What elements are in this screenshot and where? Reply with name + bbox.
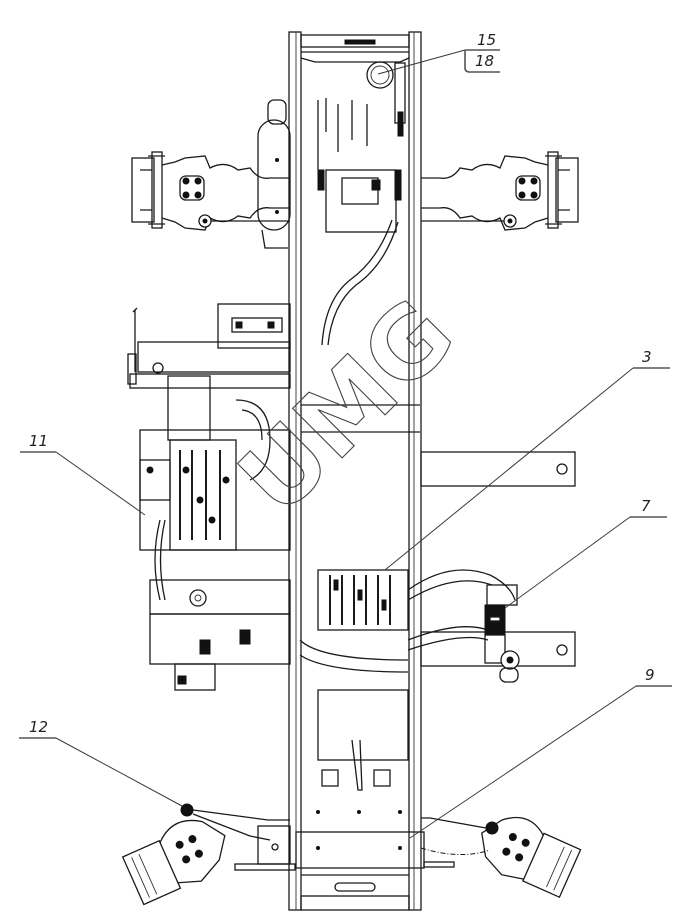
watermark: UMG <box>217 277 476 536</box>
chassis-frame <box>288 31 425 911</box>
frame-internals-upper <box>317 61 406 346</box>
callout-label-18: 18 <box>475 52 494 70</box>
rear-axle-right <box>420 816 582 899</box>
callout-label-9: 9 <box>645 666 655 684</box>
callout-15-18: 15 18 <box>377 31 500 75</box>
component-7 <box>484 584 520 683</box>
callout-12: 12 <box>19 718 183 807</box>
callout-label-12: 12 <box>29 718 48 736</box>
callout-11: 11 <box>20 432 146 516</box>
valve-block <box>299 569 516 673</box>
frame-internals-lower <box>316 689 409 814</box>
callout-9: 9 <box>409 666 672 839</box>
watermark-text: UMG <box>218 278 476 536</box>
callout-3: 3 <box>384 348 670 571</box>
callout-7: 7 <box>504 497 667 609</box>
front-axle <box>131 151 579 231</box>
callout-label-15: 15 <box>477 31 496 49</box>
callout-label-3: 3 <box>642 348 652 366</box>
engine-assembly <box>127 303 291 691</box>
rear-axle-left <box>121 803 296 906</box>
callout-label-11: 11 <box>29 432 48 450</box>
callout-label-7: 7 <box>641 497 651 515</box>
fuel-tank <box>257 99 291 249</box>
